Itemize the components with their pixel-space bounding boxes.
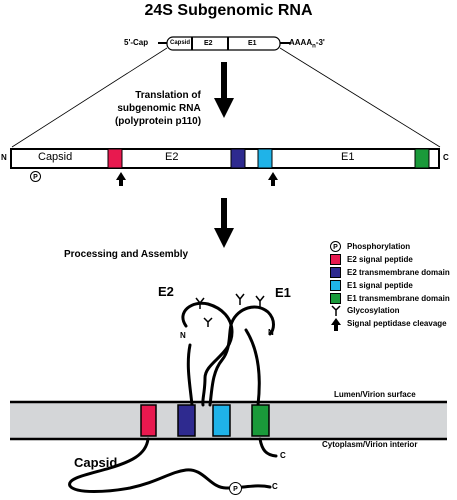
rna-three-end: -3' [315,38,325,47]
translation-label-3: (polyprotein p110) [114,116,202,127]
lumen-label: Lumen/Virion surface [334,390,416,399]
polyprotein-label-e2: E2 [165,151,179,163]
assembly-n-left: N [180,331,186,340]
polyprotein-e1-tm [414,148,430,169]
translation-label-1: Translation of [135,90,201,101]
legend-label-e2-signal: E2 signal peptide [347,255,413,264]
assembly-c-capsid: C [272,482,278,491]
assembly-e1-label: E1 [275,285,291,300]
rna-orf-box [166,36,281,51]
translation-arrow [214,62,234,118]
rna-polya-sub: n [312,43,316,50]
polyprotein-bar [10,148,440,169]
assembly-e2-label: E2 [158,284,174,299]
polyprotein-e2-signal [107,148,123,169]
assembly-c-e1: C [280,451,286,460]
glycosylation-marks [195,293,265,327]
rna-segment-capsid: Capsid [170,40,191,46]
legend-swatch-e2-tm [330,267,341,278]
expansion-line-right [279,47,441,148]
legend-label-e2-tm: E2 transmembrane domain [347,268,450,277]
polyprotein-label-e1: E1 [341,151,355,163]
polyprotein-phospho-icon: P [30,171,41,182]
polyprotein-e1-signal [257,148,273,169]
membrane-e2-tm [177,404,196,437]
cytoplasm-label: Cytoplasm/Virion interior [322,440,418,449]
expansion-line-left [11,47,168,148]
assembly-capsid-label: Capsid [74,455,118,470]
cleavage-arrow-2 [268,172,278,186]
legend-label-e1-tm: E1 transmembrane domain [347,294,450,303]
translation-label-2: subgenomic RNA [117,103,201,114]
membrane-e1-tm [251,404,270,437]
legend-swatch-e1-signal [330,280,341,291]
membrane-e1-signal [212,404,231,437]
diagram-title: 24S Subgenomic RNA [144,2,313,19]
assembly-phospho-icon: P [229,482,242,495]
legend-phospho-icon: P [330,241,341,252]
legend-cleavage-icon [331,318,341,331]
legend-glyco-icon [331,305,341,316]
rna-five-prime: 5'-Cap [124,38,149,47]
legend-phospho-label: Phosphorylation [347,242,411,251]
assembly-n-right: N [268,328,274,337]
polyprotein-label-capsid: Capsid [38,151,73,163]
processing-arrow [214,198,234,248]
legend-cleavage-label: Signal peptidase cleavage [347,319,447,328]
polyprotein-n-term: N [1,153,7,162]
cleavage-arrow-1 [116,172,126,186]
rna-three-prime: AAAAn-3' [289,39,325,50]
polyprotein-c-term: C [443,153,449,162]
legend-glyco-label: Glycosylation [347,306,400,315]
legend-swatch-e2-signal [330,254,341,265]
rna-segment-e1: E1 [248,40,257,47]
rna-segment-e2: E2 [204,40,213,47]
protein-chain [68,301,278,493]
membrane-e2-signal [140,404,157,437]
polyprotein-e2-tm [230,148,246,169]
legend-swatch-e1-tm [330,293,341,304]
processing-label: Processing and Assembly [64,249,189,260]
rna-polya: AAAA [289,38,313,47]
legend-label-e1-signal: E1 signal peptide [347,281,413,290]
